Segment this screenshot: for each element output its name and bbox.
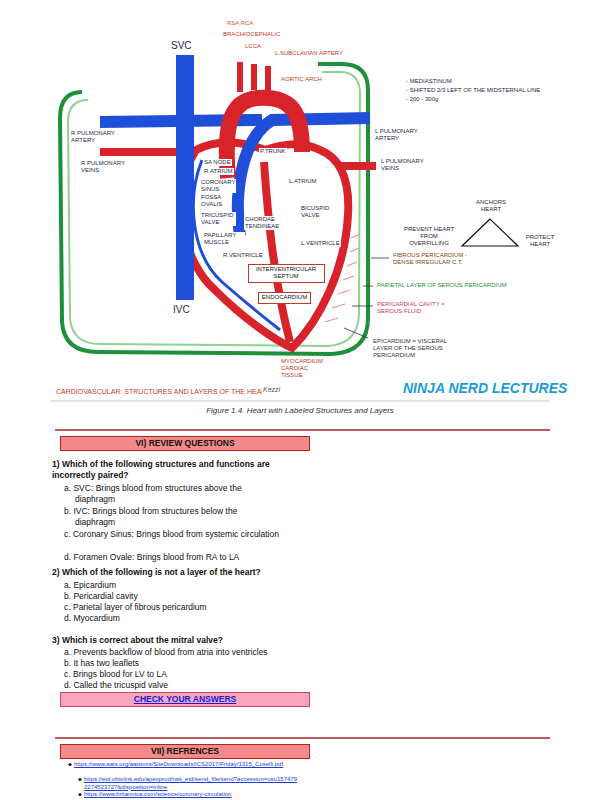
part-label: SVC: [170, 40, 193, 52]
part-label: L.SUBCLAVIAN ARTERY: [274, 50, 344, 57]
bullet: [78, 793, 81, 796]
answer-option: d. Myocardium: [64, 613, 121, 624]
leader-line: [371, 258, 389, 259]
part-label: LCCA: [244, 43, 262, 50]
section-heading-bar: VI) REVIEW QUESTIONS: [60, 436, 310, 451]
hatch-line: [325, 318, 338, 322]
note-text: - MEDIASTINUM: [405, 78, 453, 85]
bullet: [78, 778, 81, 781]
box-label: ENDOCARDIUM: [261, 294, 308, 301]
note-text: PROTECT HEART: [522, 234, 558, 248]
part-label: R.VENTRICLE: [222, 252, 264, 259]
part-label: AORTIC ARCH: [280, 76, 323, 83]
answer-option: b. IVC: Brings blood from structures bel…: [64, 506, 279, 528]
vena-cava: [176, 55, 194, 300]
part-label: CHORDAE TENDINEAE: [244, 216, 286, 230]
answer-option: d. Foramen Ovale: Brings blood from RA t…: [64, 552, 239, 563]
reference-link: https://etd.ohiolink.edu/apexprod/rws_et…: [84, 776, 299, 791]
part-label: PARIETAL LAYER OF SEROUS PERICARDIUM: [376, 282, 507, 289]
part-label: L.ATRIUM: [288, 178, 318, 185]
hatch-line: [347, 262, 357, 266]
answer-option: a. Epicardium: [64, 580, 118, 591]
leader-line: [363, 286, 373, 287]
fibrous-pericardium: [60, 64, 368, 354]
question-text: 2) Which of the following is not a layer…: [52, 567, 261, 578]
answer-option: c. Parietal layer of fibrous pericardium: [64, 602, 207, 613]
reference-link: https://www.aats.org/aatsimis/SiteDownlo…: [74, 761, 283, 769]
answer-option: a. SVC: Brings blood from structures abo…: [64, 483, 279, 505]
bullet: [68, 763, 71, 766]
part-label: R PULMONARY VEINS: [80, 160, 130, 174]
part-label: R.ATRIUM: [203, 168, 234, 175]
note-text: PREVENT HEART FROM OVERFILLING: [400, 226, 458, 248]
septum-wall: [264, 162, 290, 342]
question-text: 3) Which is correct about the mitral val…: [52, 635, 223, 646]
signature: Kezzi: [262, 386, 281, 394]
section-heading-bar: VII) REFRENCES: [60, 744, 310, 759]
figure-caption: Figure 1.4. Heart with Labeled Structure…: [0, 406, 600, 415]
hatch-line: [343, 276, 354, 280]
note-text: - 200 - 300g: [405, 96, 439, 103]
part-label: EPICARDIUM = VISCERAL LAYER OF THE SEROU…: [372, 338, 468, 360]
answer-option: b. Pericardial cavity: [64, 591, 138, 602]
logo-watermark: NINJA NERD LECTURES: [402, 380, 568, 397]
answer-option: c. Brings blood for LV to LA: [64, 669, 167, 680]
bar-label: VII) REFRENCES: [151, 746, 219, 756]
part-label: CORONARY SINUS: [200, 179, 236, 193]
artery-branch: [237, 62, 243, 92]
part-label: L.VENTRICLE: [300, 240, 341, 247]
bar-label: VI) REVIEW QUESTIONS: [135, 438, 234, 448]
part-label: MYOCARDIUM CARDIAC TISSUE: [280, 358, 326, 380]
hatch-line: [332, 304, 345, 308]
figure-rule: [50, 401, 550, 402]
answer-option: d. Called the tricuspid valve: [64, 680, 168, 691]
part-label: P.TRUNK: [259, 148, 287, 155]
artery-branch: [265, 66, 271, 92]
question-text: 1) Which of the following structures and…: [52, 459, 314, 481]
note-text: ANCHORS HEART: [474, 199, 508, 213]
aorta: [227, 98, 302, 178]
function-triangle: [462, 219, 518, 246]
reference-link: https://www.britannica.com/science/coron…: [84, 791, 231, 799]
part-label: SA NODE: [203, 159, 232, 166]
part-label: FOSSA OVALIS: [200, 194, 230, 208]
hatch-line: [350, 248, 359, 252]
part-label: RSA RCA: [226, 20, 254, 27]
part-label: BICUSPID VALVE: [300, 205, 336, 219]
part-label: TRICUSPID VALVE: [200, 212, 236, 226]
part-label: L PULMONARY VEINS: [380, 158, 430, 172]
box-label: INTERVENTRICULAR SEPTUM: [251, 266, 321, 280]
section-rule: [55, 737, 550, 739]
part-label: IVC: [172, 304, 191, 316]
label-box: INTERVENTRICULAR SEPTUM: [248, 264, 325, 283]
artery-branch: [251, 64, 257, 90]
hatch-line: [338, 290, 350, 294]
part-label: BRACHIOCEPHALIC: [222, 31, 281, 38]
part-label: PAPILLARY MUSCLE: [203, 232, 245, 246]
leader-line: [344, 328, 368, 338]
part-label: R PULMONARY ARTERY: [70, 130, 120, 144]
answer-option: b. It has two leaflets: [64, 658, 139, 669]
answer-option: c. Coronary Sinus: Brings blood from sys…: [64, 529, 279, 540]
note-text: - SHIFTED 2/3 LEFT OF THE MIDSTERNAL LIN…: [405, 87, 541, 94]
link-button: CHECK YOUR ANSWERS: [60, 692, 310, 707]
leader-line: [352, 306, 373, 307]
figure-title: CARDIOVASCULAR: STRUCTURES AND LAYERS OF…: [55, 388, 272, 396]
part-label: PERICARDIAL CAVITY = SEROUS FLUID: [376, 301, 458, 315]
part-label: L PULMONARY ARTERY: [374, 128, 424, 142]
answer-option: a. Prevents backflow of blood from atria…: [64, 647, 268, 658]
leader-lines: [344, 258, 389, 338]
bar-label: CHECK YOUR ANSWERS: [134, 694, 236, 704]
label-box: ENDOCARDIUM: [258, 292, 311, 304]
section-rule: [55, 429, 550, 431]
pericardial-cavity-hatch: [325, 234, 360, 322]
part-label: FIBROUS PERICARDIUM - DENSE IRREGULAR C.…: [392, 252, 486, 266]
heart-wall: [181, 143, 348, 349]
hatch-line: [351, 234, 360, 238]
